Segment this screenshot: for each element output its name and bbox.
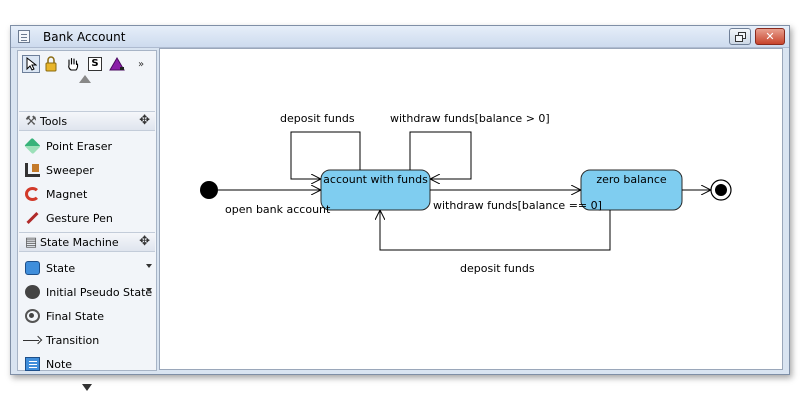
transition-icon bbox=[23, 333, 40, 347]
palette-item-label: Transition bbox=[46, 334, 100, 347]
move-icon[interactable]: ✥ bbox=[139, 113, 150, 128]
window-title: Bank Account bbox=[43, 30, 126, 44]
magnet-icon bbox=[25, 187, 40, 201]
dropdown-arrow-icon[interactable] bbox=[146, 288, 152, 292]
transition-deposit-funds-back-label: deposit funds bbox=[460, 262, 535, 275]
palette-item-label: Initial Pseudo State bbox=[46, 286, 153, 299]
restore-button[interactable] bbox=[729, 28, 751, 45]
palette-item-magnet[interactable]: Magnet bbox=[19, 183, 155, 205]
shape-tool-button[interactable] bbox=[108, 55, 126, 73]
palette-item-label: Gesture Pen bbox=[46, 212, 113, 225]
hand-tool-button[interactable] bbox=[64, 55, 82, 73]
transition-withdraw-funds-self[interactable] bbox=[409, 131, 472, 179]
more-tools-button[interactable]: » bbox=[137, 58, 145, 70]
close-button[interactable]: ✕ bbox=[755, 28, 785, 45]
sweeper-icon bbox=[25, 163, 40, 177]
eraser-icon bbox=[24, 137, 41, 155]
scroll-down-icon[interactable] bbox=[82, 384, 92, 391]
palette-item-point-eraser[interactable]: Point Eraser bbox=[19, 135, 155, 157]
transition-open-bank-account-label: open bank account bbox=[225, 203, 331, 216]
palette-item-final-state[interactable]: Final State bbox=[19, 305, 155, 327]
palette-item-state[interactable]: State bbox=[19, 257, 155, 279]
state-diagram: account with funds zero balance open ban… bbox=[200, 112, 732, 275]
palette-item-label: Note bbox=[46, 358, 73, 371]
selection-tool-button[interactable] bbox=[22, 55, 40, 73]
close-icon: ✕ bbox=[765, 30, 775, 43]
palette-item-sweeper[interactable]: Sweeper bbox=[19, 159, 155, 181]
collapse-up-icon[interactable] bbox=[79, 75, 91, 83]
palette-item-label: State bbox=[46, 262, 76, 275]
triangle-icon bbox=[109, 57, 125, 71]
tools-section-header[interactable]: ⚒ Tools ✥ bbox=[19, 111, 155, 131]
pen-icon bbox=[25, 211, 40, 225]
transition-deposit-funds-self-label: deposit funds bbox=[280, 112, 355, 125]
dropdown-arrow-icon[interactable] bbox=[146, 264, 152, 268]
palette-item-note[interactable]: Note bbox=[19, 353, 155, 375]
diagram-palette: S » ⚒ Tools ✥ Point Eraser Sweeper Magne… bbox=[17, 50, 157, 391]
state-machine-section-header[interactable]: ▤ State Machine ✥ bbox=[19, 232, 155, 252]
final-state[interactable] bbox=[710, 179, 732, 201]
palette-item-label: Magnet bbox=[46, 188, 88, 201]
palette-item-label: Point Eraser bbox=[46, 140, 113, 153]
title-bar[interactable]: Bank Account ✕ bbox=[11, 26, 789, 48]
initial-state-icon bbox=[25, 285, 40, 299]
state-account-with-funds-label: account with funds bbox=[323, 173, 428, 186]
palette-item-initial-pseudo-state[interactable]: Initial Pseudo State bbox=[19, 281, 155, 303]
state-icon bbox=[25, 261, 40, 275]
document-icon bbox=[18, 30, 30, 43]
transition-withdraw-funds-to-zero-label: withdraw funds[balance == 0] bbox=[433, 199, 602, 212]
transition-withdraw-funds-self-label: withdraw funds[balance > 0] bbox=[390, 112, 550, 125]
palette-item-gesture-pen[interactable]: Gesture Pen bbox=[19, 207, 155, 229]
app-window: Bank Account ✕ S » ⚒ Tools bbox=[10, 25, 790, 391]
transition-deposit-funds-self[interactable] bbox=[290, 131, 361, 179]
state-zero-balance-label: zero balance bbox=[596, 173, 667, 186]
move-icon[interactable]: ✥ bbox=[139, 234, 150, 249]
state-machine-section-label: State Machine bbox=[40, 236, 119, 249]
cursor-arrow-icon bbox=[26, 57, 37, 71]
sticky-tool-button[interactable]: S bbox=[86, 55, 104, 73]
tools-icon: ⚒ bbox=[25, 114, 37, 129]
diagram-canvas[interactable]: account with funds zero balance open ban… bbox=[159, 48, 783, 370]
state-machine-icon: ▤ bbox=[24, 235, 38, 250]
lock-tool-button[interactable] bbox=[42, 55, 60, 73]
hand-icon bbox=[68, 57, 79, 71]
transition-deposit-funds-back[interactable] bbox=[380, 210, 611, 251]
palette-toolbar: S » bbox=[20, 53, 154, 75]
note-icon bbox=[25, 357, 40, 371]
palette-item-label: Final State bbox=[46, 310, 104, 323]
tools-section-label: Tools bbox=[40, 115, 68, 128]
lock-icon bbox=[45, 56, 57, 72]
initial-pseudo-state[interactable] bbox=[200, 181, 218, 199]
s-label: S bbox=[88, 57, 102, 71]
palette-item-transition[interactable]: Transition bbox=[19, 329, 155, 351]
palette-item-label: Sweeper bbox=[46, 164, 94, 177]
final-state-icon bbox=[25, 309, 40, 323]
